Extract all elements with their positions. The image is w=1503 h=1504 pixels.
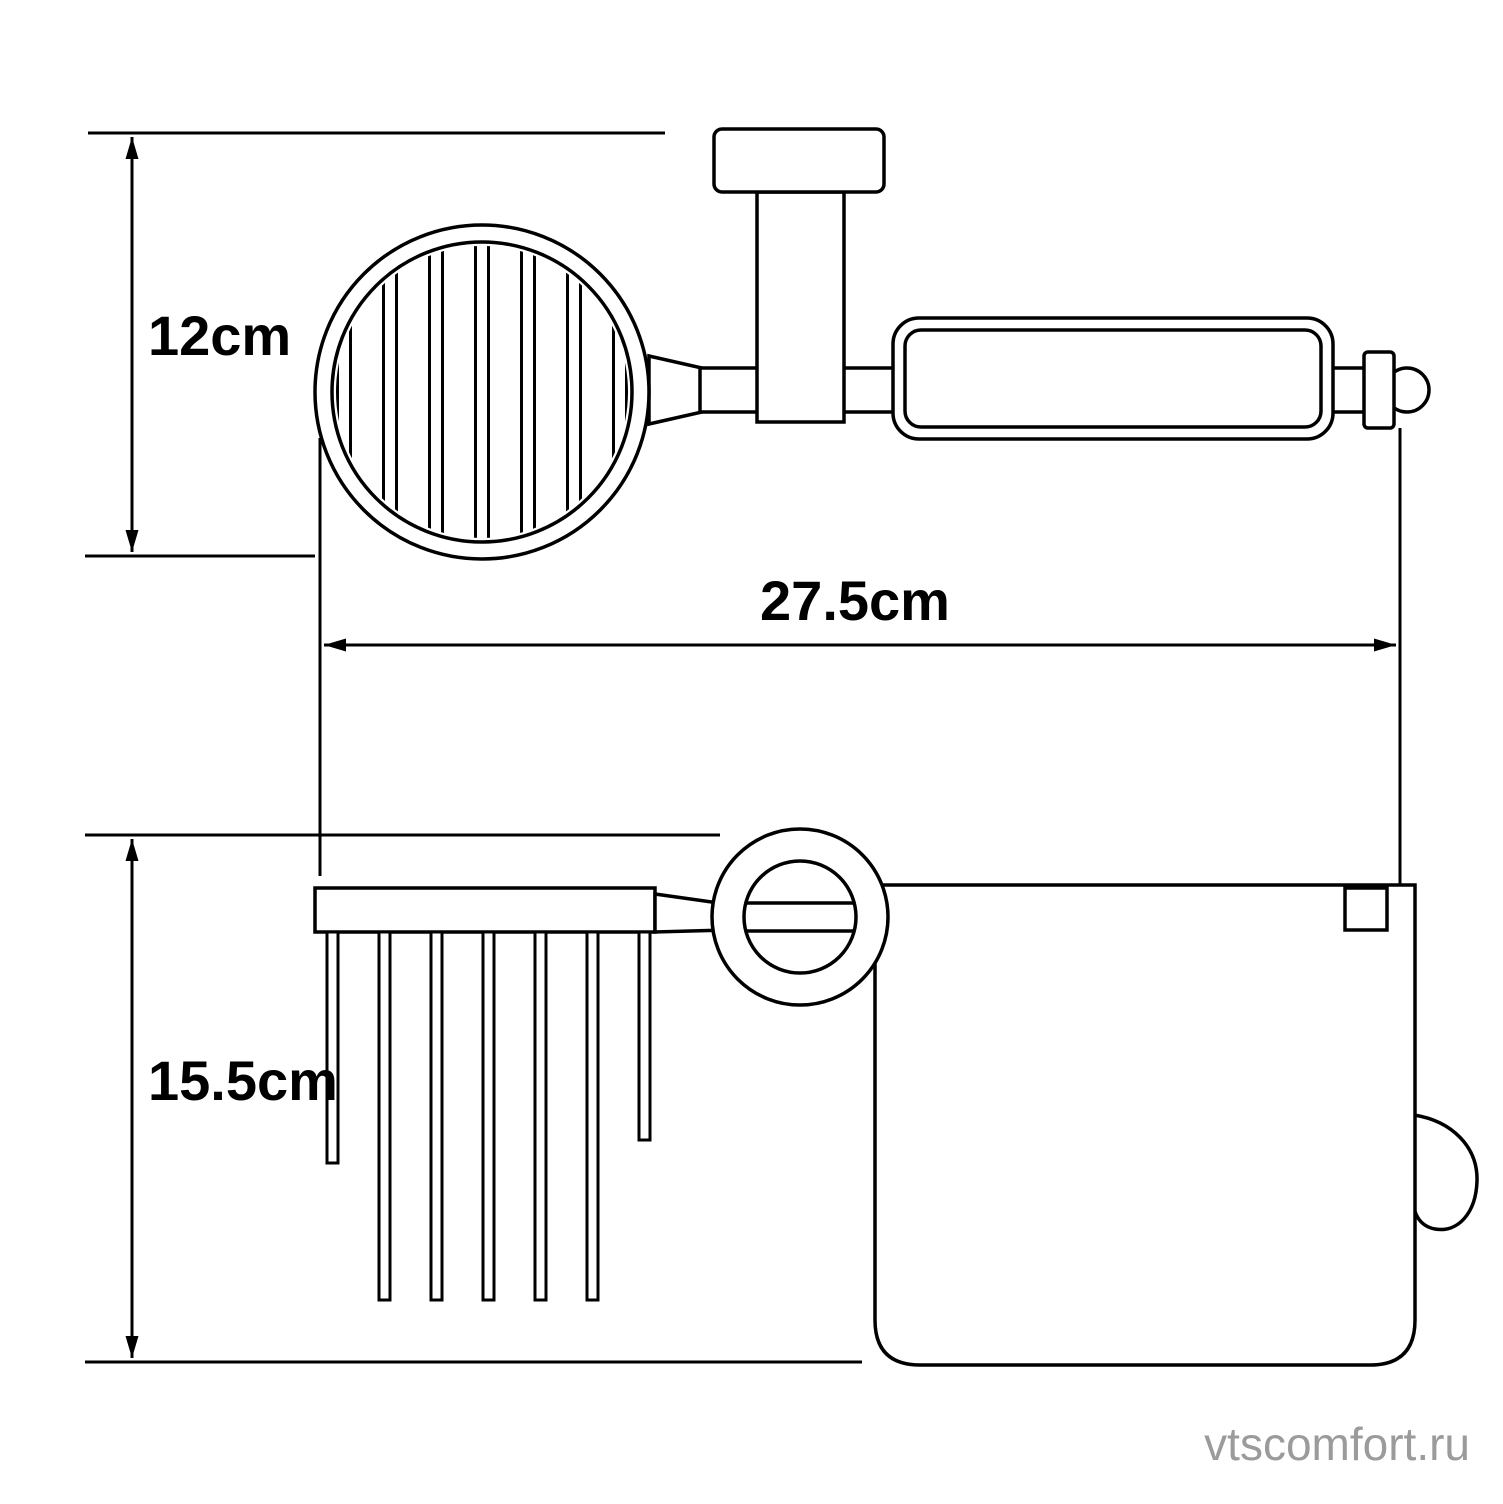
- holder-handle: [1411, 1112, 1479, 1232]
- grid-bar: [336, 246, 352, 538]
- front-view: [313, 827, 1479, 1367]
- dimension-label-15-5cm: 15.5cm: [148, 1049, 338, 1112]
- grid-bar: [566, 246, 582, 538]
- holder-top-view-inner: [903, 328, 1323, 429]
- basket-prong: [325, 930, 340, 1165]
- grid-bar: [474, 246, 490, 538]
- mounting-ring: [710, 827, 890, 1007]
- grid-bar: [612, 246, 628, 538]
- end-knob-collar: [1362, 350, 1396, 430]
- grid-bar: [382, 246, 398, 538]
- dimension-12cm: [85, 131, 665, 558]
- basket-prongs: [325, 930, 652, 1302]
- basket-inner-circle: [330, 240, 634, 544]
- basket-grid-bars: [336, 246, 628, 538]
- basket-top-view: [313, 223, 651, 561]
- basket-prong: [377, 930, 392, 1302]
- top-view: [313, 127, 1431, 561]
- basket-front-bar: [313, 886, 657, 934]
- dimension-label-12cm: 12cm: [148, 304, 291, 367]
- basket-prong: [429, 930, 444, 1302]
- basket-prong: [585, 930, 600, 1302]
- grid-bar: [428, 246, 444, 538]
- drawing-root: [85, 127, 1479, 1367]
- basket-prong: [533, 930, 548, 1302]
- holder-corner-detail: [1343, 886, 1389, 932]
- holder-top-view-outer: [891, 316, 1335, 441]
- arm-connector: [647, 353, 704, 427]
- dimension-label-27-5cm: 27.5cm: [760, 569, 950, 632]
- basket-prong: [637, 930, 652, 1142]
- dimension-15-5cm: [85, 833, 862, 1364]
- wall-plate: [712, 127, 886, 194]
- watermark: vtscomfort.ru: [1204, 1418, 1470, 1470]
- grid-bar: [520, 246, 536, 538]
- wall-post: [755, 190, 846, 424]
- paper-holder-body: [873, 883, 1417, 1367]
- basket-prong: [481, 930, 496, 1302]
